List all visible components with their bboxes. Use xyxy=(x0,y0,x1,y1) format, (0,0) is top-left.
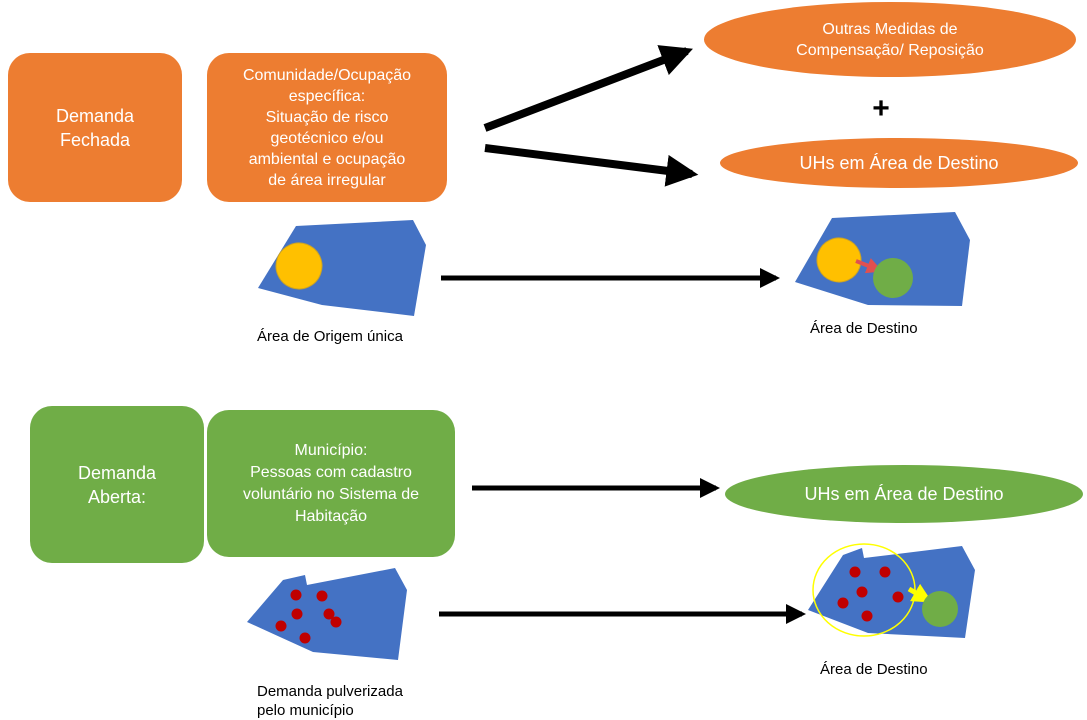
destination-area-map-closed xyxy=(795,212,970,306)
household-dot xyxy=(892,591,904,603)
destination-zone xyxy=(873,258,913,298)
relocation-arrow-open xyxy=(907,583,933,603)
plus-sign: + xyxy=(872,92,890,125)
arrow-to-units-closed xyxy=(484,144,699,187)
household-dot xyxy=(291,608,303,620)
household-dot xyxy=(856,586,868,598)
relocation-arrow-closed xyxy=(855,258,883,274)
household-dot xyxy=(323,608,335,620)
household-dot xyxy=(290,589,302,601)
destination-caption-closed: Área de Destino xyxy=(810,320,918,337)
origin-zone xyxy=(275,242,323,290)
household-dot xyxy=(316,590,328,602)
origin-area-map-open xyxy=(247,568,407,660)
municipality-box: Município: Pessoas com cadastro voluntár… xyxy=(207,410,455,557)
household-dot xyxy=(299,632,311,644)
destination-area-map-open xyxy=(808,543,975,638)
outcome-units-closed: UHs em Área de Destino xyxy=(720,138,1078,188)
origin-zone-dest xyxy=(816,237,862,283)
household-dot xyxy=(837,597,849,609)
destination-zone xyxy=(922,591,958,627)
origin-caption-open: Demanda pulverizada pelo município xyxy=(257,683,403,719)
arrow-to-other-measures xyxy=(483,45,693,132)
origin-area-map-closed xyxy=(258,220,426,316)
destination-caption-open: Área de Destino xyxy=(820,661,928,678)
household-dot xyxy=(861,610,873,622)
outcome-units-open: UHs em Área de Destino xyxy=(725,465,1083,523)
household-dot xyxy=(879,566,891,578)
household-dot xyxy=(330,616,342,628)
household-dot xyxy=(275,620,287,632)
household-dot xyxy=(849,566,861,578)
outcome-other-measures: Outras Medidas de Compensação/ Reposição xyxy=(704,2,1076,77)
closed-demand-label: Demanda Fechada xyxy=(8,53,182,202)
origin-caption-closed: Área de Origem única xyxy=(257,328,403,345)
community-box: Comunidade/Ocupação específica: Situação… xyxy=(207,53,447,202)
open-demand-label: Demanda Aberta: xyxy=(30,406,204,563)
